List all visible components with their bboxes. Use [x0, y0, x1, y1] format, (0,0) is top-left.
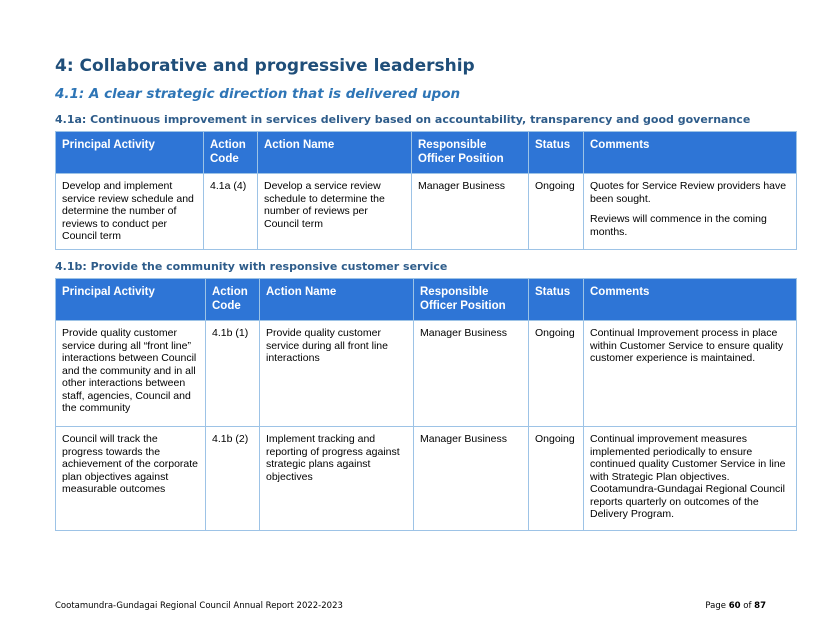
comment-paragraph: Reviews will commence in the coming mont… [590, 213, 767, 238]
cell-status: Ongoing [528, 320, 584, 427]
table-row: Develop and implement service review sch… [55, 173, 797, 250]
table-header-row: Principal Activity Action Code Action Na… [55, 131, 797, 174]
cell-status: Ongoing [528, 173, 584, 250]
cell-activity: Develop and implement service review sch… [55, 173, 204, 250]
cell-comments: Continual improvement measures implement… [583, 426, 797, 531]
page-sep: of [740, 601, 755, 611]
actions-table-a: Principal Activity Action Code Action Na… [55, 131, 797, 250]
page-total: 87 [754, 601, 766, 611]
cell-activity: Provide quality customer service during … [55, 320, 206, 427]
cell-code: 4.1b (2) [205, 426, 260, 531]
footer-report-title: Cootamundra-Gundagai Regional Council An… [55, 601, 343, 611]
table-row: Provide quality customer service during … [55, 320, 797, 427]
cell-name: Develop a service review schedule to det… [257, 173, 412, 250]
actions-table-b: Principal Activity Action Code Action Na… [55, 278, 797, 531]
col-comments: Comments [583, 278, 797, 321]
page-subheading: 4.1: A clear strategic direction that is… [55, 86, 461, 102]
section-a-title: 4.1a: Continuous improvement in services… [55, 113, 751, 126]
page-current: 60 [728, 601, 741, 611]
cell-code: 4.1b (1) [205, 320, 260, 427]
footer-page-number: Page 60 of 87 [705, 601, 766, 611]
cell-name: Provide quality customer service during … [259, 320, 414, 427]
cell-officer: Manager Business [411, 173, 529, 250]
col-principal-activity: Principal Activity [55, 278, 206, 321]
col-comments: Comments [583, 131, 797, 174]
page-heading: 4: Collaborative and progressive leaders… [55, 56, 475, 76]
cell-name: Implement tracking and reporting of prog… [259, 426, 414, 531]
page-prefix: Page [705, 601, 729, 611]
col-principal-activity: Principal Activity [55, 131, 204, 174]
cell-activity: Council will track the progress towards … [55, 426, 206, 531]
col-responsible-officer: Responsible Officer Position [411, 131, 529, 174]
cell-officer: Manager Business [413, 320, 529, 427]
table-row: Council will track the progress towards … [55, 426, 797, 531]
cell-officer: Manager Business [413, 426, 529, 531]
cell-code: 4.1a (4) [203, 173, 258, 250]
cell-comments: Continual Improvement process in place w… [583, 320, 797, 427]
col-status: Status [528, 278, 584, 321]
cell-status: Ongoing [528, 426, 584, 531]
col-action-code: Action Code [205, 278, 260, 321]
col-action-name: Action Name [259, 278, 414, 321]
table-header-row: Principal Activity Action Code Action Na… [55, 278, 797, 321]
comment-paragraph: Quotes for Service Review providers have… [590, 180, 787, 205]
col-status: Status [528, 131, 584, 174]
col-responsible-officer: Responsible Officer Position [413, 278, 529, 321]
col-action-name: Action Name [257, 131, 412, 174]
cell-comments: Quotes for Service Review providers have… [583, 173, 797, 250]
section-b-title: 4.1b: Provide the community with respons… [55, 260, 448, 273]
col-action-code: Action Code [203, 131, 258, 174]
